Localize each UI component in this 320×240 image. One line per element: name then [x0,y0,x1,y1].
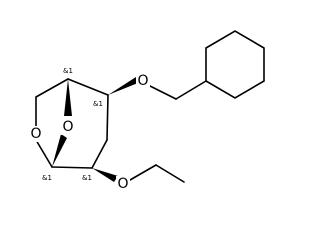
bond-ch2-top-c1 [35,78,69,98]
wedge-c4-bridge-oxygen [52,134,67,167]
wedge-c1-bridge-oxygen [64,79,72,116]
ether-oxygen-bottom-label: O [117,176,128,192]
bond-c2-ch2-mid [106,94,109,141]
bond-ethyl-ch2-ch3 [155,164,185,183]
bond-c1-c2 [67,78,109,96]
bridge-oxygen-label: O [62,119,73,135]
bond-c3-c4 [51,166,93,169]
stereo-label-c3: &1 [82,174,92,182]
stereo-label-c2: &1 [93,100,103,108]
chemical-structure-diagram: O O O O &1 &1 &1 &1 [29,30,265,192]
bond-ether-oxygen-top-ch2 [149,85,177,100]
wedge-c3-ether-oxygen-bottom [92,168,118,182]
cyclohexane-ring [205,30,265,99]
bond-ch2-cyclohexyl [175,80,207,100]
wedge-c2-ether-oxygen-top [108,77,138,95]
ring-oxygen-background [29,126,43,142]
stereo-label-c1: &1 [63,67,73,75]
ring-oxygen-label: O [30,126,41,142]
ether-oxygen-top-label: O [137,73,148,89]
bond-ring-oxygen-c4 [35,139,53,168]
bond-ch2-mid-c3 [91,139,108,169]
ether-oxygen-bottom-background [116,176,130,192]
stereo-label-c4: &1 [42,174,52,182]
ether-oxygen-top-background [136,73,150,89]
bond-ether-oxygen-bottom-ch2 [129,164,157,181]
bridge-oxygen-background [61,119,75,135]
